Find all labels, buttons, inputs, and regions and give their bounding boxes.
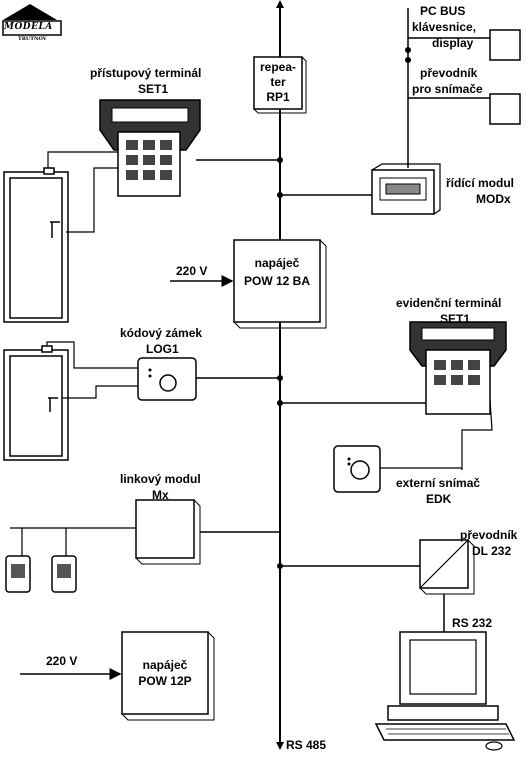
line-module-label-1: linkový modul	[120, 472, 201, 486]
rs232-label: RS 232	[452, 616, 493, 630]
line-module-label-2: Mx	[152, 488, 169, 502]
line-module-box	[135, 499, 201, 565]
code-lock-device	[137, 357, 197, 401]
psu-pow12ba-box	[233, 239, 327, 329]
psu2-input-label: 220 V	[46, 654, 78, 668]
rs485-bus-label: RS 485	[286, 738, 327, 752]
bus-arrow-top	[276, 0, 284, 8]
pc-bus-label: PC BUS	[420, 4, 466, 18]
control-module-label-1: řídící modul	[446, 176, 515, 190]
sensor-converter-label-2: pro snímače	[412, 82, 483, 96]
door-2	[3, 345, 69, 461]
sensor-converter-box	[489, 93, 521, 125]
external-sensor-device	[333, 445, 381, 493]
bus-arrow-bottom	[276, 742, 284, 750]
control-module-label-2: MODx	[476, 192, 511, 206]
psu-pow12p-box	[121, 631, 215, 721]
logo-name: MODELA	[4, 22, 53, 32]
keyboard-display-label-1: klávesnice,	[412, 20, 477, 34]
record-terminal-device	[409, 321, 507, 415]
repeater-box	[253, 56, 307, 114]
psu2-label-1: napáječ	[142, 658, 188, 672]
keyboard-display-box	[489, 29, 521, 61]
converter-label-1: převodník	[460, 528, 518, 542]
psu-input-label: 220 V	[176, 264, 208, 278]
record-terminal-label-2: SET1	[440, 312, 471, 326]
reader-1	[5, 555, 31, 593]
converter-label-2: DL 232	[472, 544, 512, 558]
code-lock-label-1: kódový zámek	[120, 326, 203, 340]
logo-sub: TRUTNOV	[18, 36, 47, 42]
pc-bus-lines	[407, 8, 490, 168]
psu2-label-2: POW 12P	[138, 674, 192, 688]
ext-sensor-label-1: externí snímač	[396, 476, 481, 490]
pc-computer	[374, 631, 516, 751]
access-terminal-label-1: přístupový terminál	[90, 66, 202, 80]
keyboard-display-label-2: display	[432, 36, 474, 50]
ext-sensor-label-2: EDK	[426, 492, 452, 506]
psu-label-1: napáječ	[254, 256, 300, 270]
modela-logo	[2, 4, 62, 36]
reader-2	[51, 555, 77, 593]
door-1	[3, 167, 69, 323]
repeater-label-2: ter	[270, 75, 286, 89]
control-module-device	[371, 163, 441, 215]
psu-label-2: POW 12 BA	[243, 274, 310, 288]
code-lock-label-2: LOG1	[146, 342, 179, 356]
access-terminal-label-2: SET1	[138, 82, 169, 96]
access-terminal-device	[99, 99, 201, 197]
record-terminal-label-1: evidenční terminál	[396, 296, 502, 310]
converter-dl232-box	[419, 539, 475, 595]
repeater-label-3: RP1	[266, 90, 290, 104]
repeater-label-1: repea-	[259, 60, 297, 74]
sensor-converter-label-1: převodník	[420, 66, 478, 80]
